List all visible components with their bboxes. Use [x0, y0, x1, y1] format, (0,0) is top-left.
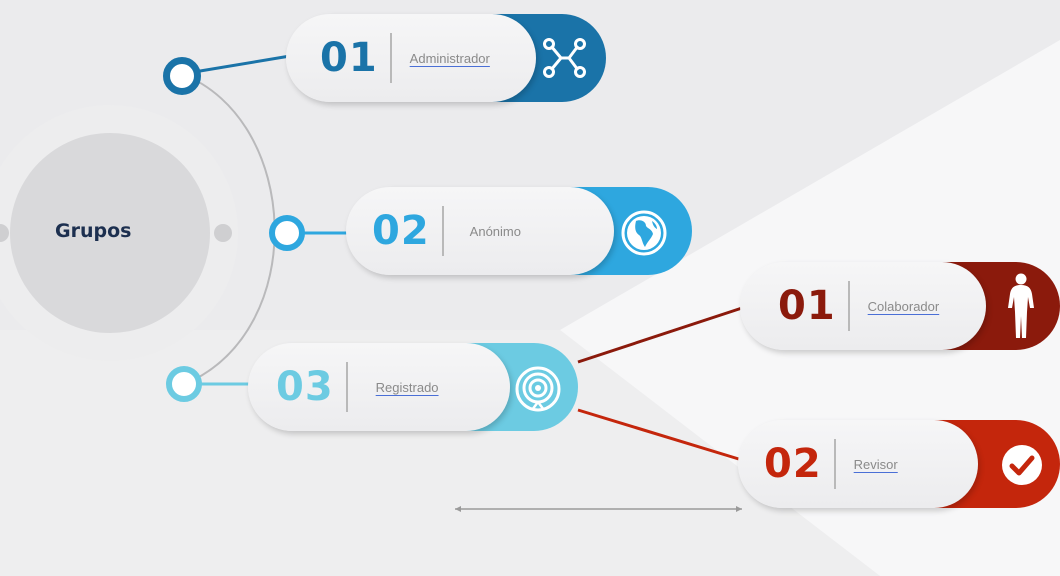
globe-icon — [616, 205, 672, 261]
diagram-title: Grupos — [55, 220, 132, 242]
node-ring-01 — [163, 57, 201, 95]
group-number: 03 — [276, 364, 334, 410]
group-card-anonimo[interactable]: 02 Anónimo — [346, 187, 692, 275]
subgroup-card-colaborador[interactable]: 01 Colaborador — [740, 262, 1060, 350]
subgroup-number: 02 — [764, 441, 822, 487]
branch-colaborador — [577, 306, 743, 364]
divider — [847, 281, 850, 331]
subgroup-label[interactable]: Colaborador — [867, 298, 940, 314]
target-icon — [510, 361, 566, 417]
checkmark-icon — [994, 437, 1050, 493]
node-ring-03 — [166, 366, 202, 402]
subgroup-label[interactable]: Revisor — [853, 456, 898, 472]
group-label[interactable]: Administrador — [409, 50, 490, 66]
network-icon — [536, 30, 592, 86]
subgroup-card-revisor[interactable]: 02 Revisor — [738, 420, 1060, 508]
branch-revisor — [577, 408, 743, 462]
group-card-administrador[interactable]: 01 Administrador — [286, 14, 606, 102]
group-label[interactable]: Anónimo — [469, 223, 521, 239]
group-label[interactable]: Registrado — [375, 379, 439, 395]
divider — [833, 439, 836, 489]
divider — [345, 362, 348, 412]
group-number: 01 — [320, 35, 378, 81]
group-number: 02 — [372, 208, 430, 254]
node-ring-02 — [269, 215, 305, 251]
subgroup-number: 01 — [778, 283, 836, 329]
divider — [389, 33, 392, 83]
person-icon — [996, 270, 1046, 342]
center-circle — [10, 133, 210, 333]
divider — [441, 206, 444, 256]
group-card-registrado[interactable]: 03 Registrado — [248, 343, 578, 431]
